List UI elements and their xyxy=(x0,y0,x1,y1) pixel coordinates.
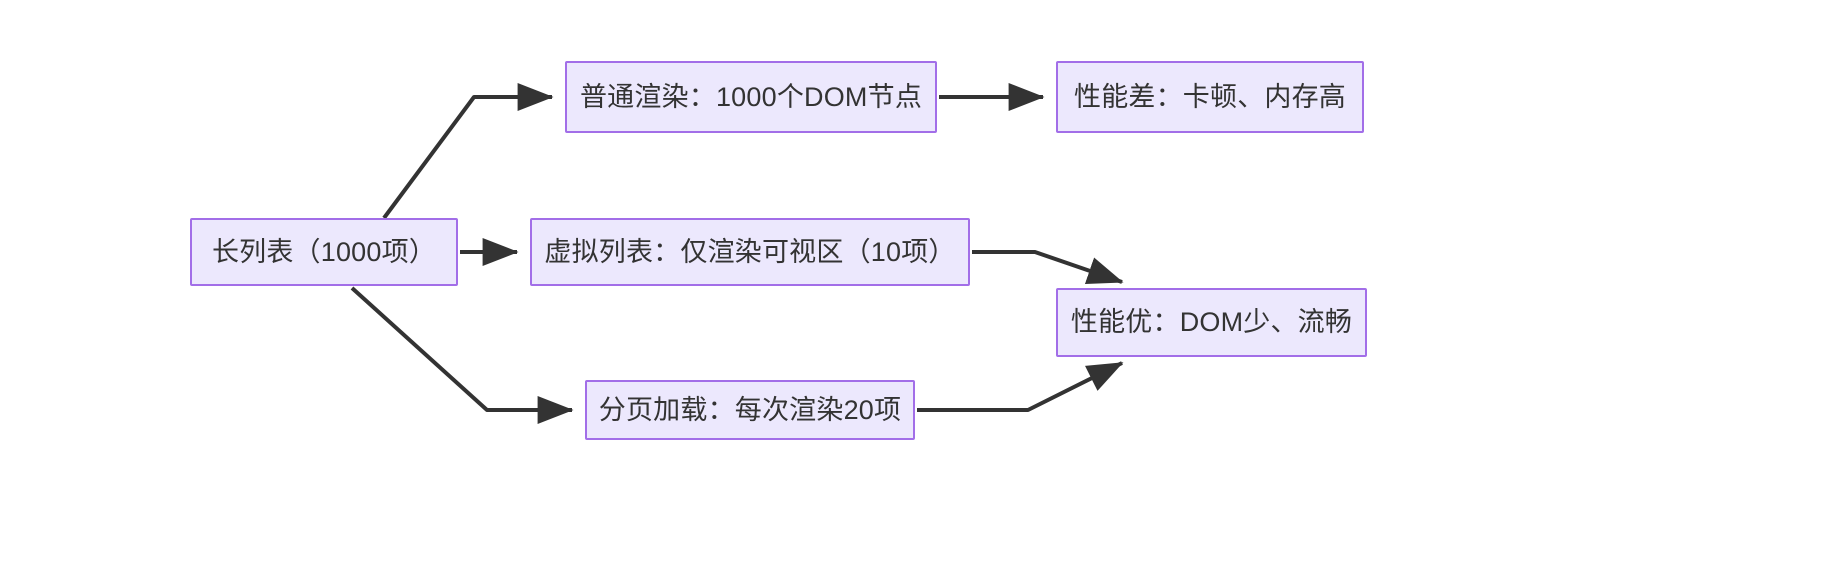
edge-longlist-pagedload xyxy=(350,286,574,424)
node-virtual-list-label: 虚拟列表：仅渲染可视区（10项） xyxy=(544,236,956,267)
node-good-performance[interactable]: 性能优：DOM少、流畅 xyxy=(1056,288,1367,357)
node-virtual-list[interactable]: 虚拟列表：仅渲染可视区（10项） xyxy=(530,218,970,286)
edge-pagedload-goodperf xyxy=(917,361,1124,412)
edge-virtuallist-goodperf xyxy=(972,250,1124,285)
node-long-list-label: 长列表（1000项） xyxy=(211,236,437,267)
node-good-performance-label: 性能优：DOM少、流畅 xyxy=(1070,307,1353,338)
node-long-list[interactable]: 长列表（1000项） xyxy=(190,218,458,286)
node-bad-performance[interactable]: 性能差：卡顿、内存高 xyxy=(1056,61,1364,133)
node-normal-render-label: 普通渲染：1000个DOM节点 xyxy=(579,81,923,112)
node-paged-load-label: 分页加载：每次渲染20项 xyxy=(598,394,902,425)
node-paged-load[interactable]: 分页加载：每次渲染20项 xyxy=(585,380,915,440)
edge-longlist-normalrender xyxy=(382,83,554,220)
node-bad-performance-label: 性能差：卡顿、内存高 xyxy=(1074,81,1346,112)
node-normal-render[interactable]: 普通渲染：1000个DOM节点 xyxy=(565,61,937,133)
